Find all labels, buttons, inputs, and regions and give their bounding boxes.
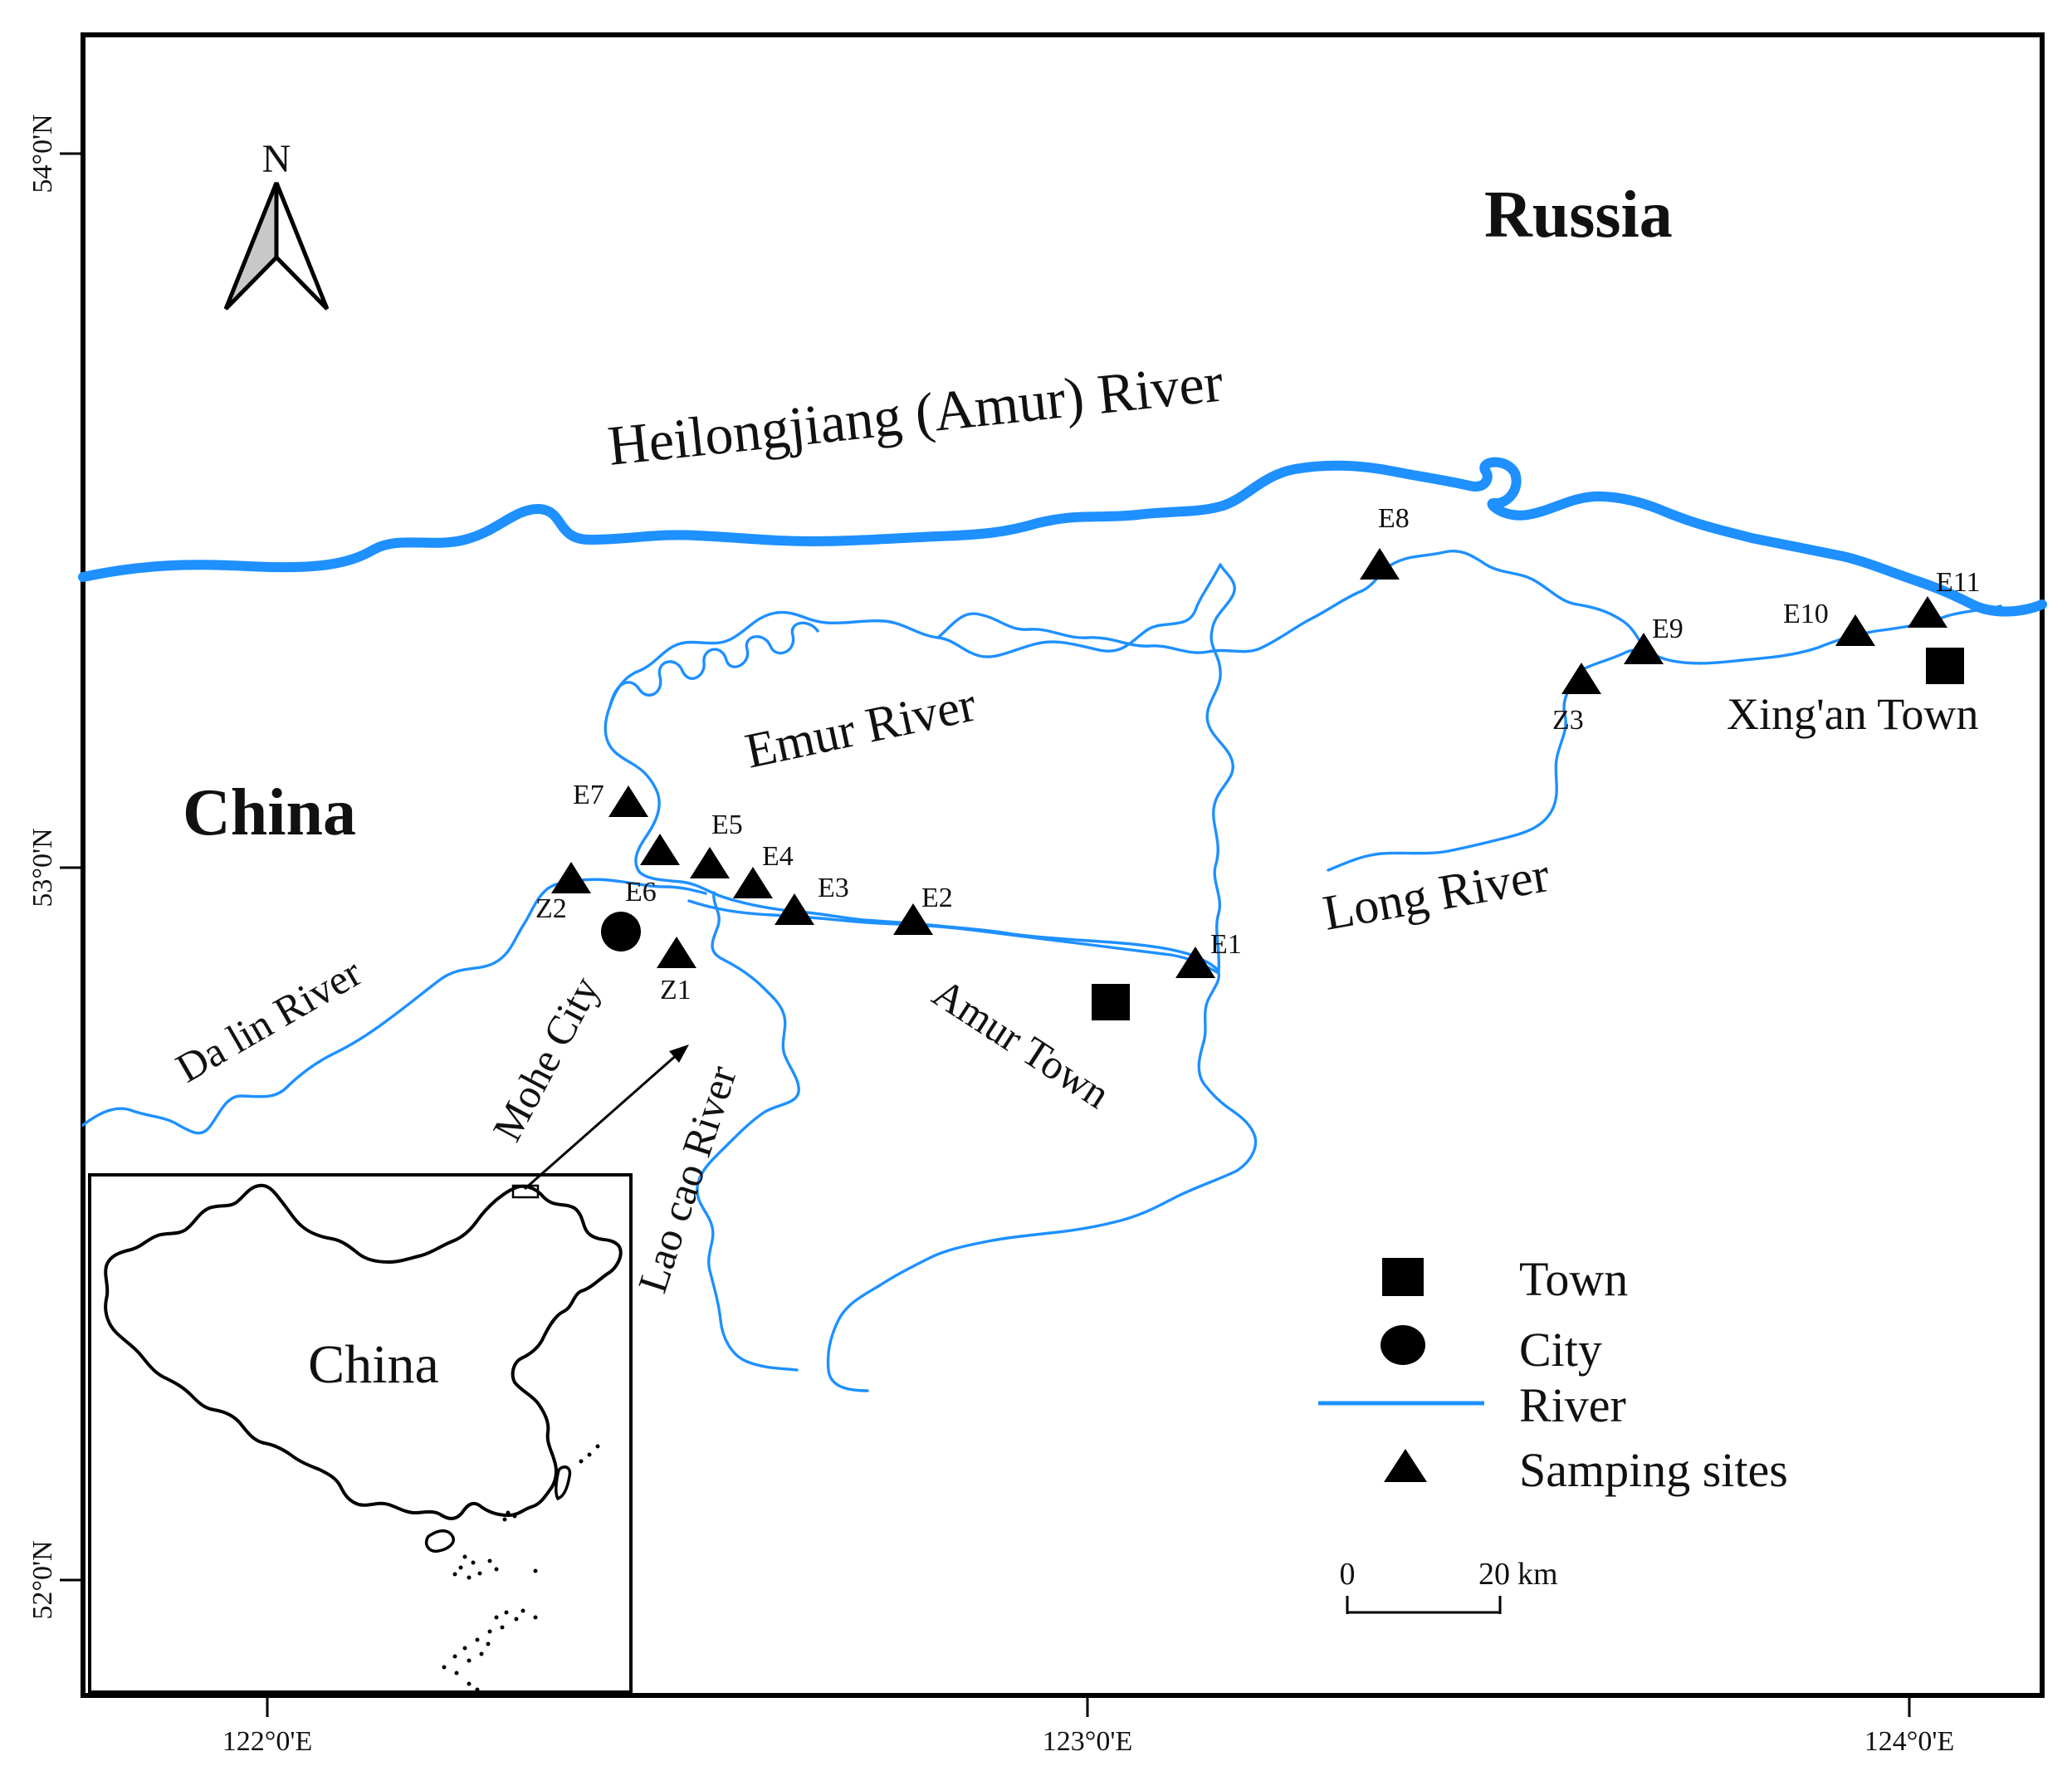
country-label-china: China [183,776,356,849]
site-E10-label: E10 [1783,599,1829,629]
lat-tick-54: 54°0'N [27,114,58,193]
legend-town-symbol [1382,1258,1424,1296]
site-E5-label: E5 [711,810,743,840]
legend-sites-label: Samping sites [1519,1443,1788,1497]
mohe-creek [579,878,707,895]
inset-frame [88,1173,633,1694]
site-E7-label: E7 [573,780,604,810]
xingan-town-label: Xing'an Town [1727,689,1978,739]
legend-site-symbol [1384,1449,1427,1482]
site-Z3-label: Z3 [1552,705,1584,736]
scale-zero-label: 0 [1340,1557,1356,1592]
site-E9-label: E9 [1652,614,1684,644]
legend: Town City River Samping sites [1318,1252,1788,1497]
site-E1-label: E1 [1210,929,1242,960]
site-Z1-marker [657,937,696,968]
site-E10-marker [1835,614,1875,646]
inset-map: China [88,1173,633,1694]
site-E8-marker [1360,548,1400,580]
emur-river-meanders [608,621,819,707]
site-E11-marker [1908,596,1947,628]
site-E4-label: E4 [762,841,794,872]
site-E2-label: E2 [921,883,953,913]
mohe-city-symbol [601,912,641,952]
latitude-ticks: 54°0'N 53°0'N 52°0'N [27,114,83,1620]
north-label: N [262,137,291,181]
lon-tick-122: 122°0'E [222,1726,313,1757]
hainan-island [424,1529,455,1553]
legend-city-label: City [1519,1323,1602,1377]
site-E3-label: E3 [818,873,849,903]
site-E5-marker [690,847,730,878]
south-china-sea-islands [442,1444,600,1692]
site-E8-label: E8 [1378,503,1410,534]
longitude-ticks: 122°0'E 123°0'E 124°0'E [222,1695,1955,1757]
site-Z2-marker [551,862,591,893]
taiwan-island [554,1465,572,1501]
da-lin-river [81,878,583,1135]
north-arrow-icon: N [223,137,330,311]
scale-twenty-label: 20 [1478,1557,1510,1592]
lon-tick-124: 124°0'E [1864,1726,1955,1757]
study-area-locator [511,1184,540,1199]
long-river [1327,671,1579,872]
site-Z2-label: Z2 [535,893,567,924]
scale-bar: 0 20 km [1340,1557,1558,1614]
lat-tick-53: 53°0'N [27,828,58,907]
lat-tick-52: 52°0'N [27,1540,58,1619]
site-E2-marker [893,903,933,935]
amur-town-symbol [1092,984,1130,1020]
emur-river-upper [936,550,1649,654]
china-outline [104,1183,623,1520]
heilongjiang-river [78,457,2047,617]
site-E9-marker [1624,633,1664,664]
emur-river-lower [687,899,1220,975]
sampling-sites [551,548,1947,978]
locator-arrow-icon [524,1044,689,1191]
amur-town-river [826,971,1258,1392]
site-Z1-label: Z1 [660,975,691,1005]
inset-country-label: China [308,1334,439,1395]
scale-unit-label: km [1517,1557,1558,1592]
site-E6-marker [640,834,680,865]
country-label-russia: Russia [1484,179,1673,252]
legend-town-label: Town [1519,1252,1628,1306]
lon-tick-123: 123°0'E [1043,1726,1133,1757]
emur-river [604,563,1236,973]
site-Z3-marker [1561,663,1601,694]
site-E7-marker [608,785,648,817]
site-E3-marker [775,893,814,925]
site-E6-label: E6 [625,877,657,908]
site-E4-marker [733,867,773,898]
legend-city-symbol [1381,1325,1425,1365]
legend-river-label: River [1519,1378,1626,1432]
site-E1-marker [1175,947,1215,978]
sampling-site-labels: E1 E2 E3 E4 E5 E6 E7 E8 E9 E10 E11 Z1 Z2… [535,503,1981,1005]
site-E11-label: E11 [1936,567,1981,598]
xingan-town-symbol [1926,648,1964,684]
lao-cao-river [696,891,800,1372]
